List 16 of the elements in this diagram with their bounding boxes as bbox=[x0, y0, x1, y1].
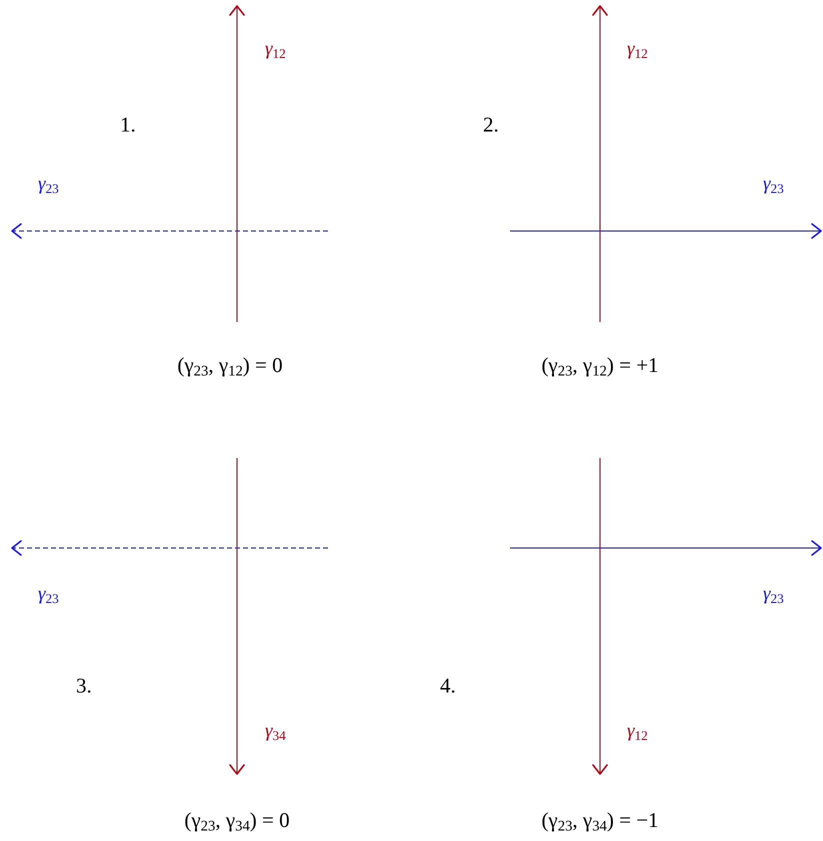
intersection-formula: (γ$_{23}$, γ$_{12}$) = +1 bbox=[541, 354, 659, 380]
intersection-formula: (γ$_{23}$, γ$_{34}$) = −1 bbox=[541, 810, 659, 834]
panel-number: 3. bbox=[76, 676, 92, 696]
intersection-formula: (γ$_{23}$, γ$_{12}$) = 0 bbox=[177, 354, 283, 380]
curve-label: γ$_{12}$ bbox=[627, 722, 648, 742]
panel-number: 1. bbox=[120, 114, 136, 136]
panel-number: 4. bbox=[440, 676, 456, 696]
curve-label: γ$_{34}$ bbox=[265, 722, 286, 742]
curve-label: γ$_{23}$ bbox=[38, 584, 59, 606]
panel-number: 2. bbox=[483, 114, 499, 136]
intersection-formula: (γ$_{23}$, γ$_{34}$) = 0 bbox=[184, 810, 290, 834]
curve-label: γ$_{12}$ bbox=[627, 40, 648, 60]
curve-label: γ$_{12}$ bbox=[265, 40, 286, 60]
curve-label: γ$_{23}$ bbox=[763, 584, 784, 606]
curve-label: γ$_{23}$ bbox=[38, 174, 59, 196]
curve-label: γ$_{23}$ bbox=[763, 174, 784, 196]
